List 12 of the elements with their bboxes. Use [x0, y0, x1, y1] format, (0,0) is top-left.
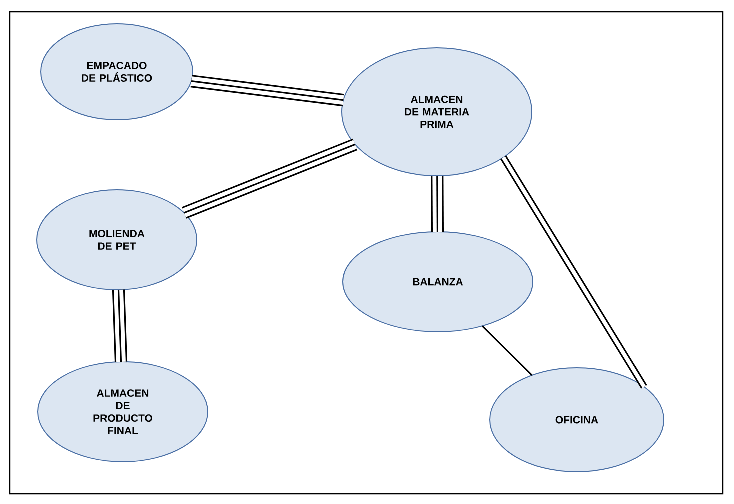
ellipse-node: EMPACADO DE PLÁSTICO	[40, 24, 194, 120]
connector-line	[182, 138, 358, 219]
ellipse-node: BALANZA	[342, 232, 534, 332]
connector-line	[431, 176, 444, 232]
connector-line	[112, 290, 128, 362]
connector-line	[482, 326, 533, 376]
ellipse-node: ALMACEN DE MATERIA PRIMA	[342, 48, 532, 176]
ellipse-node: ALMACEN DE PRODUCTO FINAL	[38, 362, 208, 462]
connector-line	[190, 75, 344, 107]
ellipse-node: OFICINA	[490, 368, 664, 472]
connector-line	[500, 156, 648, 389]
ellipse-node: MOLIENDA DE PET	[36, 190, 198, 290]
